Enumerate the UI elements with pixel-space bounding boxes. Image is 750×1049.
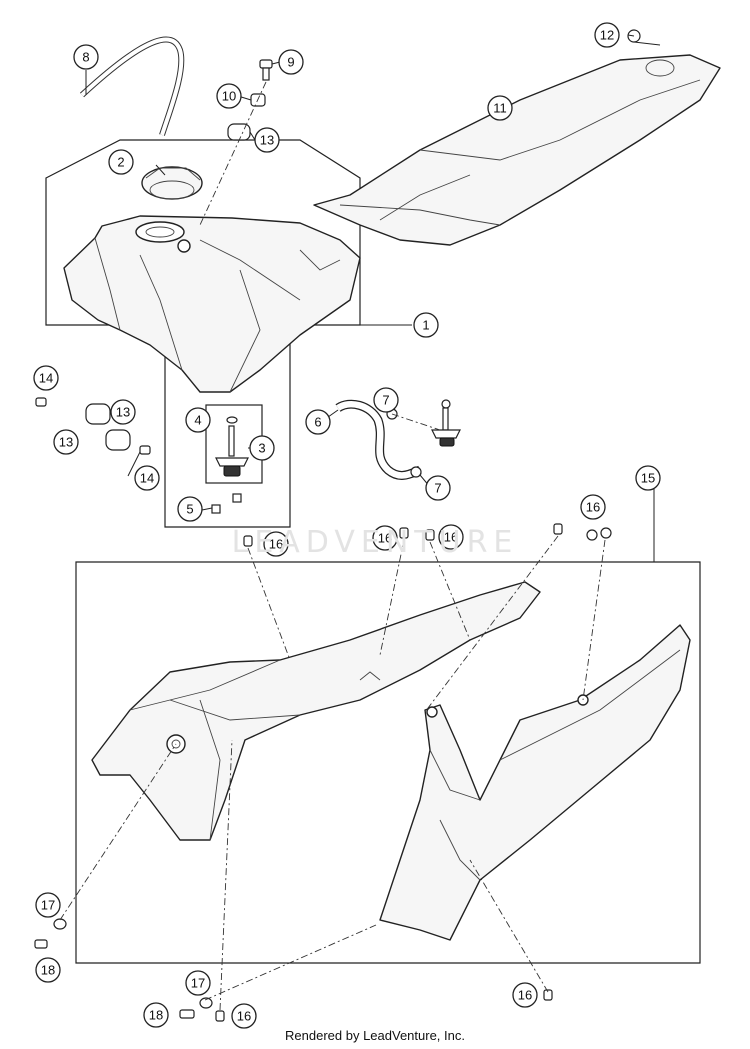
svg-text:14: 14: [140, 471, 154, 486]
svg-text:9: 9: [287, 55, 294, 70]
callout-13b: 13: [110, 399, 136, 425]
grommet-13-left-b: [105, 429, 131, 451]
svg-text:16: 16: [586, 500, 600, 515]
svg-text:18: 18: [41, 963, 55, 978]
washers-17: [53, 918, 213, 1009]
axis-lines-side: [59, 535, 606, 1011]
axis-line-pump: [391, 413, 441, 431]
svg-text:1: 1: [422, 318, 429, 333]
callout-8: 8: [73, 44, 99, 70]
svg-text:12: 12: [600, 28, 614, 43]
svg-text:14: 14: [39, 371, 53, 386]
callout-2: 2: [108, 149, 134, 175]
screw-9: [259, 59, 273, 81]
fuel-pump-right: [431, 399, 461, 447]
svg-text:4: 4: [194, 413, 201, 428]
callout-16c: 16: [438, 524, 464, 550]
svg-text:16: 16: [518, 988, 532, 1003]
callout-16e: 16: [512, 982, 538, 1008]
fuel-tank: [63, 215, 361, 393]
svg-text:17: 17: [41, 898, 55, 913]
callout-14b: 14: [134, 465, 160, 491]
callout-18a: 18: [35, 957, 61, 983]
svg-text:6: 6: [314, 415, 321, 430]
callout-16d: 16: [580, 494, 606, 520]
svg-text:16: 16: [378, 531, 392, 546]
screw-5: [211, 493, 242, 514]
callout-18b: 18: [143, 1002, 169, 1028]
callout-12: 12: [594, 22, 620, 48]
svg-text:5: 5: [186, 502, 193, 517]
screws-16: [215, 523, 612, 1022]
callout-10: 10: [216, 83, 242, 109]
bushings-18: [34, 939, 195, 1019]
side-cover-frame: [75, 561, 701, 964]
grommet-13-left-a: [85, 403, 111, 425]
grommet-13-top: [227, 123, 251, 141]
callout-13c: 13: [53, 429, 79, 455]
callout-11: 11: [487, 95, 513, 121]
svg-text:3: 3: [258, 441, 265, 456]
svg-text:7: 7: [382, 393, 389, 408]
callout-17b: 17: [185, 970, 211, 996]
callout-7a: 7: [373, 387, 399, 413]
fuel-hose-inner: [80, 37, 184, 136]
svg-text:8: 8: [82, 50, 89, 65]
callout-15: 15: [635, 465, 661, 491]
svg-text:13: 13: [260, 133, 274, 148]
callout-13a: 13: [254, 127, 280, 153]
callout-14a: 14: [33, 365, 59, 391]
callout-5: 5: [177, 496, 203, 522]
fuel-line: [335, 399, 422, 480]
seat: [313, 54, 721, 246]
callout-9: 9: [278, 49, 304, 75]
svg-text:13: 13: [59, 435, 73, 450]
callout-1: 1: [413, 312, 439, 338]
svg-text:16: 16: [444, 530, 458, 545]
svg-text:10: 10: [222, 89, 236, 104]
seat-bolt-12: [627, 29, 661, 46]
screw-14: [35, 397, 151, 455]
callout-3: 3: [249, 435, 275, 461]
svg-text:17: 17: [191, 976, 205, 991]
svg-text:2: 2: [117, 155, 124, 170]
svg-text:13: 13: [116, 405, 130, 420]
svg-text:18: 18: [149, 1008, 163, 1023]
fuel-pump: [215, 416, 249, 477]
callout-16a: 16: [263, 531, 289, 557]
callout-17a: 17: [35, 892, 61, 918]
svg-text:15: 15: [641, 471, 655, 486]
callout-16b: 16: [372, 525, 398, 551]
side-cover-right: [379, 624, 691, 941]
callout-16f: 16: [231, 1003, 257, 1029]
callout-7b: 7: [425, 475, 451, 501]
svg-text:16: 16: [237, 1009, 251, 1024]
callout-6: 6: [305, 409, 331, 435]
callout-4: 4: [185, 407, 211, 433]
footer-credit: Rendered by LeadVenture, Inc.: [285, 1028, 465, 1043]
axis-line-top: [199, 81, 267, 226]
svg-text:11: 11: [493, 101, 507, 116]
filler-cap: [141, 166, 203, 200]
svg-text:7: 7: [434, 481, 441, 496]
svg-text:16: 16: [269, 537, 283, 552]
